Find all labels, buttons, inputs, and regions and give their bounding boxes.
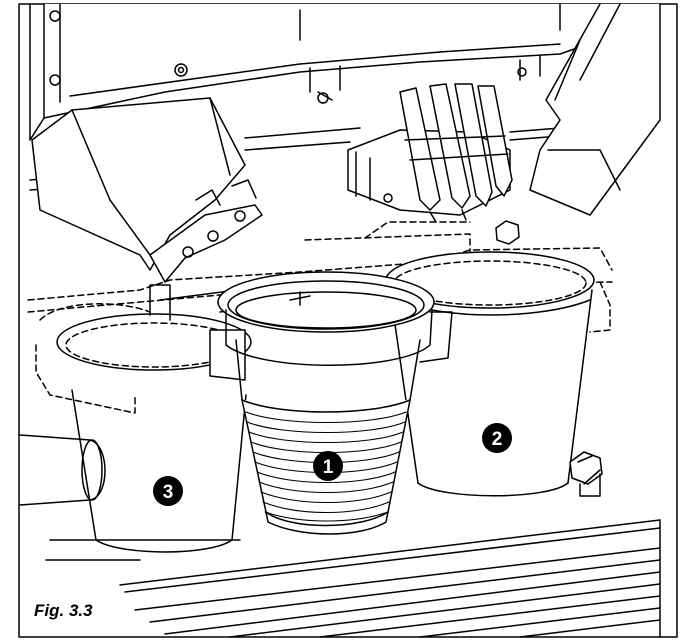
- callout-3: 3: [153, 476, 183, 506]
- callout-1: 1: [313, 451, 343, 481]
- side-hatch: [529, 3, 661, 216]
- callout-2: 2: [482, 423, 512, 453]
- cup-3-drawing: [56, 281, 301, 553]
- cup-1-drawing: [209, 271, 453, 535]
- dispenser-nozzles: [347, 83, 513, 223]
- cup-2-drawing: [385, 251, 595, 497]
- drip-tray-grille: [45, 519, 661, 638]
- inlet-pipe: [19, 434, 106, 506]
- hex-nut-upper: [495, 220, 520, 245]
- swing-arm: [31, 97, 263, 283]
- callout-2-label: 2: [492, 429, 503, 450]
- hex-nut-lower: [569, 451, 603, 497]
- figure-caption: Fig. 3.3: [34, 601, 93, 620]
- callout-1-label: 1: [323, 457, 334, 478]
- callout-3-label: 3: [163, 482, 174, 503]
